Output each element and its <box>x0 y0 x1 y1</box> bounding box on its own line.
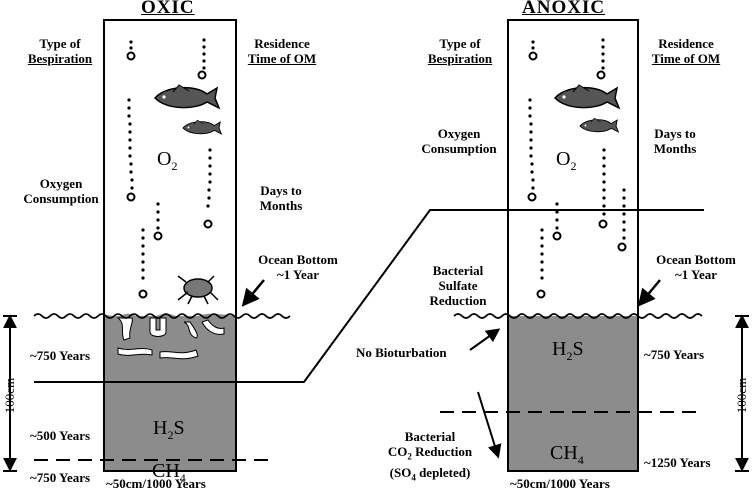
anoxic-column <box>507 19 639 472</box>
oxic-sediment <box>104 316 236 471</box>
oxic-seafloor-line <box>33 313 291 319</box>
anoxic-depth-unit: 100cm <box>734 377 750 414</box>
fish-icon-anoxic <box>554 84 620 109</box>
anoxic-years-750: ~750 Years <box>644 347 705 362</box>
oxic-column-frame <box>103 19 237 472</box>
fish-icon-small-anoxic <box>579 117 619 133</box>
anoxic-ocean-bottom: Ocean Bottom~1 Year <box>656 252 736 282</box>
oxic-h2s-label: H2S <box>153 417 185 442</box>
anoxic-years-1250: ~1250 Years <box>644 455 711 470</box>
crab-icon <box>177 275 219 305</box>
oxic-column <box>103 19 237 472</box>
oxic-ocean-bottom-arrow <box>241 279 265 307</box>
anoxic-seafloor-line <box>453 313 703 319</box>
no-bioturbation-arrow <box>469 328 501 351</box>
co2-reduction-label: Bacterial CO2 Reduction (SO4 depleted) <box>387 429 473 483</box>
oxic-years-750-bottom: ~750 Years <box>30 470 91 485</box>
oxic-depth-unit: 100cm <box>2 377 18 414</box>
oxic-depth-scale <box>3 314 17 472</box>
oxic-ch4-label: CH4 <box>152 460 186 485</box>
anoxic-column-frame <box>507 19 639 472</box>
organic-particles <box>126 51 213 299</box>
oxic-title: OXIC <box>141 0 195 18</box>
anoxic-depth-scale <box>735 314 749 472</box>
anoxic-sediment <box>508 316 638 471</box>
fish-icon <box>154 84 220 109</box>
oxic-years-500: ~500 Years <box>30 428 91 443</box>
no-bioturbation-label: No Bioturbation <box>356 345 447 360</box>
anoxic-ch4-label: CH4 <box>550 442 584 467</box>
co2-reduction-arrow <box>477 391 502 459</box>
burrows <box>116 317 225 360</box>
oxic-years-750-top: ~750 Years <box>30 348 91 363</box>
oxic-ocean-bottom: Ocean Bottom~1 Year <box>258 252 338 282</box>
organic-particles-anoxic <box>527 51 627 299</box>
particle-trails <box>127 38 212 280</box>
oxygen-boundary-line <box>34 209 704 383</box>
particle-trails-anoxic <box>528 38 626 280</box>
anoxic-ocean-bottom-arrow <box>637 279 661 307</box>
anoxic-rate: ~50cm/1000 Years <box>510 476 610 491</box>
anoxic-title: ANOXIC <box>522 0 606 18</box>
fish-icon-small <box>182 119 222 135</box>
oxic-rate: ~50cm/1000 Years <box>106 476 206 491</box>
anoxic-h2s-label: H2S <box>552 338 584 363</box>
oxic-o2-label: O2 <box>157 148 178 173</box>
anoxic-o2-label: O2 <box>556 148 577 173</box>
